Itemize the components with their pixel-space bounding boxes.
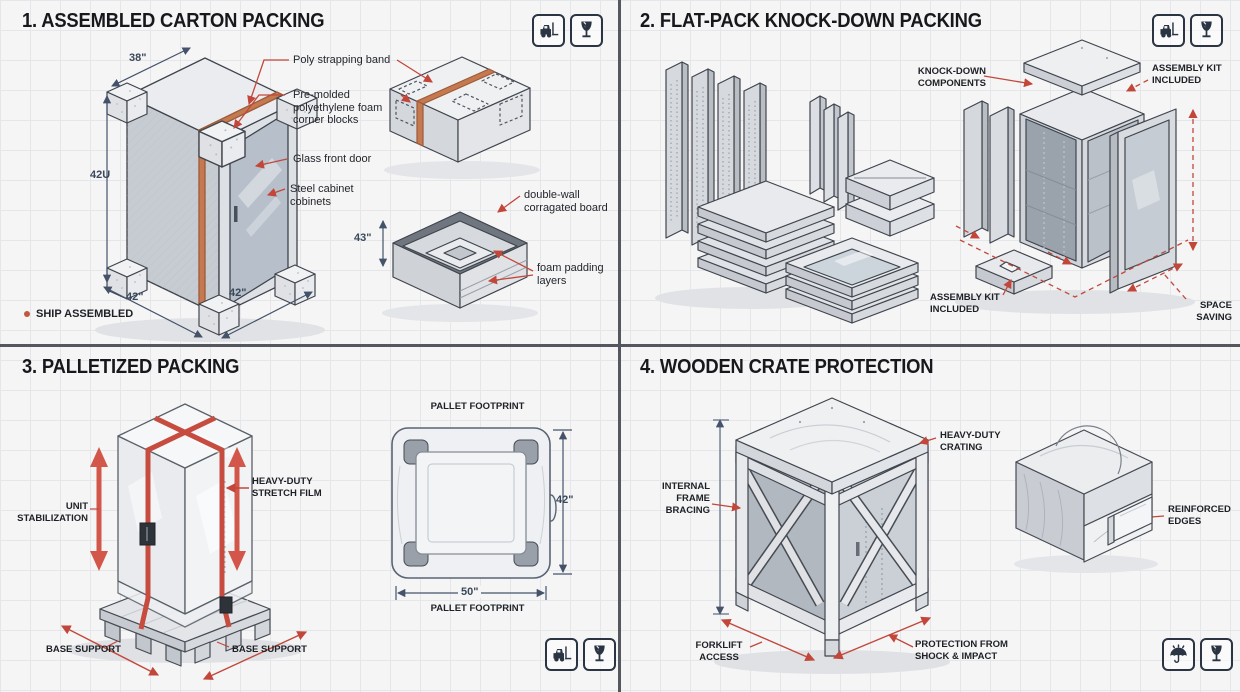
exploded-cabinet — [963, 39, 1177, 295]
panel-assembled-carton-packing: 1. ASSEMBLED CARTON PACKING Poly strappi… — [0, 0, 620, 346]
open-carton-box — [392, 211, 528, 309]
assembled-carton-illustration — [95, 47, 540, 342]
stabilization-arrows — [90, 447, 246, 571]
dimension-base-right: 42" — [229, 287, 247, 299]
door-handle — [234, 206, 238, 222]
panel-title: 3. PALLETIZED PACKING — [22, 356, 240, 378]
label-assembly-kit-top: ASSEMBLY KIT INCLUDED — [1152, 63, 1222, 86]
handling-badges — [545, 638, 616, 671]
ship-assembled-note: SHIP ASSEMBLED — [24, 308, 133, 320]
dimension-height: 42U — [90, 169, 111, 181]
label-foam-padding: foam padding layers — [537, 262, 604, 287]
frame-bracing — [739, 465, 925, 607]
label-leader-lines — [233, 59, 534, 285]
label-space-saving: SPACE SAVING — [1196, 300, 1232, 323]
ship-assembled-text: SHIP ASSEMBLED — [36, 308, 134, 320]
dimension-lines — [102, 47, 388, 339]
label-base-support-right: BASE SUPPORT — [232, 644, 307, 655]
palletized-illustration — [60, 403, 572, 680]
wrapped-cabinet — [117, 403, 253, 628]
fragile-icon — [570, 14, 603, 47]
horizontal-divider — [0, 344, 1240, 347]
knock-down-components — [665, 61, 935, 324]
label-shock-protection: PROTECTION FROM SHOCK & IMPACT — [915, 639, 1008, 662]
bullet-icon — [24, 311, 30, 317]
panel-title: 1. ASSEMBLED CARTON PACKING — [22, 10, 325, 32]
panel-title: 2. FLAT-PACK KNOCK-DOWN PACKING — [640, 10, 982, 32]
panel-flat-pack-packing: 2. FLAT-PACK KNOCK-DOWN PACKING KNOCK-DO… — [620, 0, 1240, 346]
wooden-crate-illustration — [711, 397, 1165, 674]
forklift-icon — [1152, 14, 1185, 47]
fragile-icon — [1190, 14, 1223, 47]
label-heavy-duty-crating: HEAVY-DUTY CRATING — [940, 430, 1001, 453]
space-saving-dashed-lines — [955, 75, 1198, 300]
label-unit-stabilization: UNIT STABILIZATION — [17, 501, 88, 524]
fragile-icon — [1200, 638, 1233, 671]
forklift-icon — [545, 638, 578, 671]
ratchet-straps — [138, 415, 233, 630]
label-pallet-footprint-top: PALLET FOOTPRINT — [430, 401, 525, 412]
dimension-carton-height: 43" — [354, 232, 372, 244]
label-glass-door: Glass front door — [293, 153, 372, 165]
assembly-kit-box — [975, 249, 1053, 295]
height-dimension — [713, 418, 729, 616]
label-poly-strap: Poly strapping band — [293, 54, 391, 66]
label-corner-blocks: Pre-molded polyethylene foam corner bloc… — [293, 89, 383, 127]
handling-badges — [1162, 638, 1233, 671]
handling-badges — [532, 14, 603, 47]
handling-badges — [1152, 14, 1223, 47]
label-double-wall: double-wall corragated board — [524, 189, 608, 214]
reinforced-edge-box — [1015, 425, 1153, 563]
detached-door-panel — [1109, 108, 1177, 294]
reinforced-edge-plank — [1107, 496, 1153, 546]
forklift-access-dimensions — [720, 616, 932, 662]
panel-wooden-crate-protection: 4. WOODEN CRATE PROTECTION INTERNAL FRAM… — [620, 346, 1240, 692]
label-reinforced-edges: REINFORCED EDGES — [1168, 504, 1231, 527]
label-assembly-kit-bottom: ASSEMBLY KIT INCLUDED — [930, 292, 1000, 315]
dimension-footprint-width: 50" — [458, 586, 482, 598]
wooden-crate — [735, 397, 929, 657]
dimension-top-width: 38" — [129, 52, 147, 64]
fragile-icon — [583, 638, 616, 671]
corner-block-outlines — [395, 73, 523, 127]
glass-door-panel — [803, 248, 901, 286]
pallet-footprint-diagram — [391, 427, 572, 600]
label-stretch-film: HEAVY-DUTY STRETCH FILM — [252, 476, 322, 499]
base-support-dimensions — [60, 483, 308, 680]
panel-palletized-packing: 3. PALLETIZED PACKING UNIT STABILIZATION… — [0, 346, 620, 692]
label-forklift-access: FORKLIFT ACCESS — [695, 640, 743, 663]
dimension-footprint-depth: 42" — [556, 494, 574, 506]
label-knock-down-components: KNOCK-DOWN COMPONENTS — [917, 66, 986, 89]
label-pallet-footprint-bottom: PALLET FOOTPRINT — [430, 603, 525, 614]
forklift-icon — [532, 14, 565, 47]
panel-title: 4. WOODEN CRATE PROTECTION — [640, 356, 934, 378]
cabinet-lid — [1023, 39, 1141, 96]
dimension-base-left: 42" — [126, 291, 144, 303]
closed-carton-box — [389, 56, 531, 163]
label-steel-cabinet: Steel cabinet cobinets — [290, 183, 354, 208]
label-base-support-left: BASE SUPPORT — [46, 644, 121, 655]
flat-pack-illustration — [655, 39, 1198, 324]
label-frame-bracing: INTERNAL FRAME BRACING — [661, 481, 710, 516]
umbrella-icon — [1162, 638, 1195, 671]
